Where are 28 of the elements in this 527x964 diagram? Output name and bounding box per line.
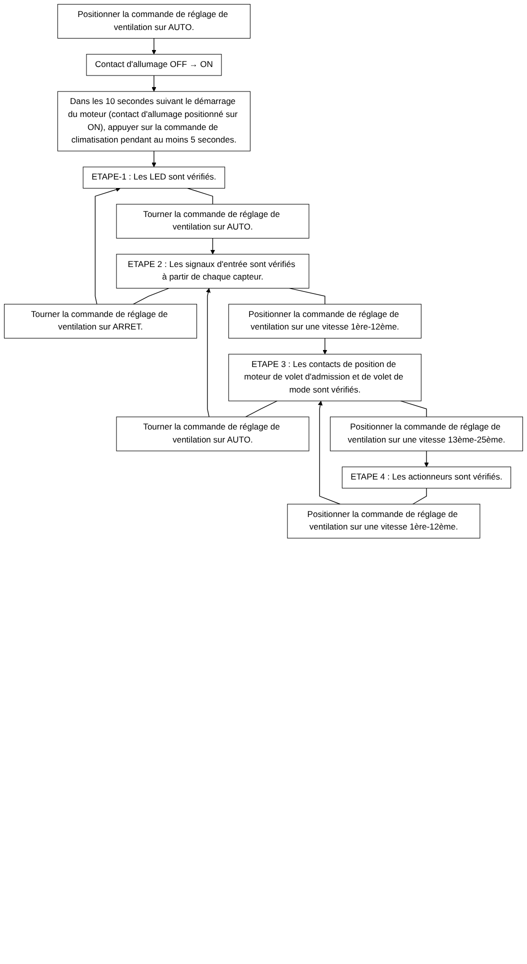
connector [400, 400, 427, 418]
node-box: Positionner la commande de réglage de ventilation sur une vitesse 13ème-25ème. [330, 416, 523, 452]
node-box: ETAPE-1 : Les LED sont vérifiés. [82, 166, 226, 188]
node-box: Positionner la commande de réglage de ventilation sur une vitesse 1ère-12ème. [228, 304, 422, 338]
node-box: ETAPE 4 : Les actionneurs sont vérifiés. [342, 466, 512, 488]
node-box: Tourner la commande de réglage de ventilation sur AUTO. [116, 204, 310, 238]
connector [288, 288, 326, 305]
node-box: Positionner la commande de réglage de ventilation sur AUTO. [57, 4, 250, 39]
node-box: Tourner la commande de réglage de ventilation sur ARRET. [4, 304, 198, 338]
node-box: Dans les 10 secondes suivant le démarrage du moteur (contact d'allumage positionné sur ON), appuyer sur la commande de climatisation pendant au moins 5 secondes. [57, 91, 250, 152]
arrow [152, 75, 156, 92]
arrow [322, 338, 328, 354]
node-box: ETAPE 3 : Les contacts de position de moteur de volet d'admission et de volet de mode sont vérifiés. [228, 354, 422, 402]
connector [132, 288, 170, 305]
arrow [318, 400, 340, 504]
connector [412, 488, 427, 504]
arrow [206, 288, 210, 418]
arrow [210, 238, 216, 254]
arrow [424, 450, 429, 468]
connector [245, 400, 278, 418]
node-box: ETAPE 2 : Les signaux d'entrée sont vérifiés à partir de chaque capteur. [116, 254, 310, 288]
arrow [152, 150, 156, 168]
arrow [152, 38, 156, 54]
arrow [94, 187, 121, 305]
connector [187, 188, 214, 205]
node-box: Positionner la commande de réglage de ventilation sur une vitesse 1ère-12ème. [287, 504, 480, 538]
node-box: Tourner la commande de réglage de ventilation sur AUTO. [116, 416, 310, 452]
node-box: Contact d'allumage OFF → ON [86, 54, 222, 76]
